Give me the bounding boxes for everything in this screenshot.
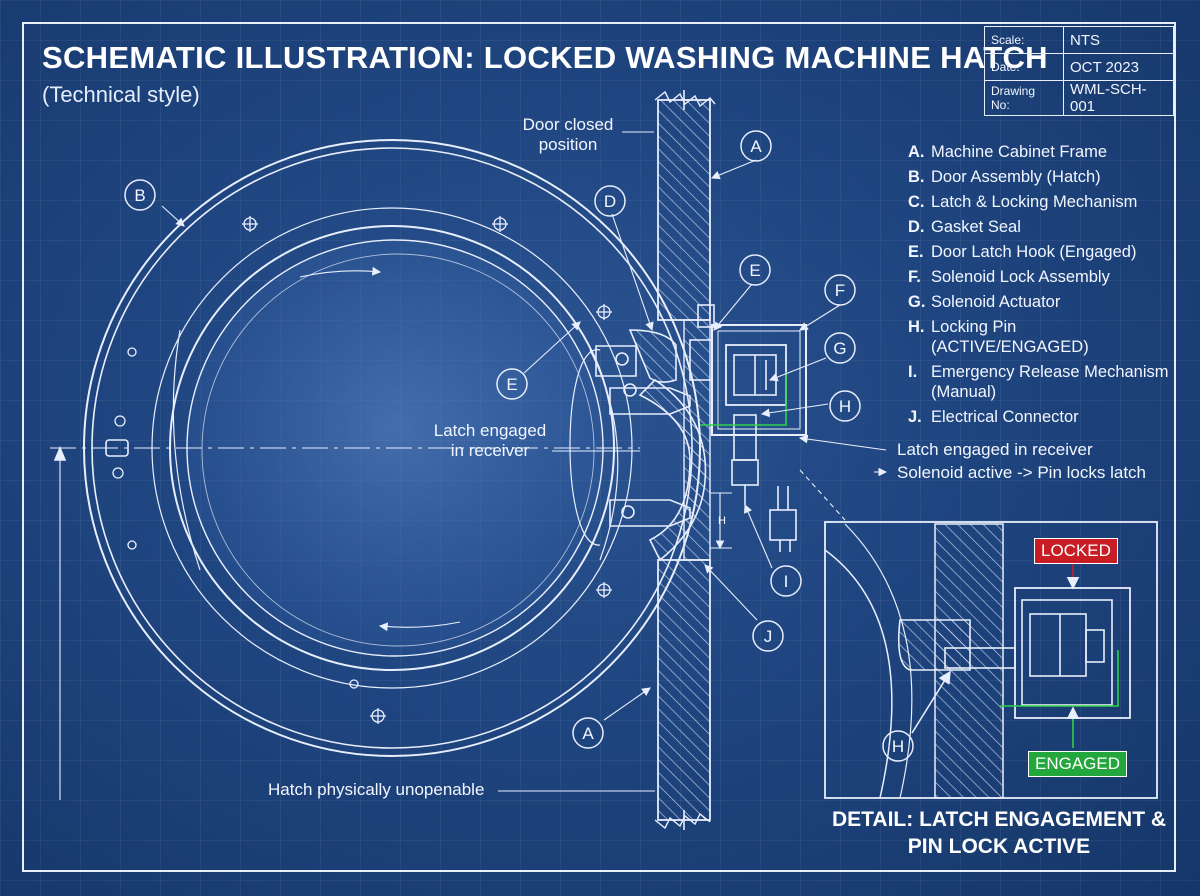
callout-g: G: [833, 339, 846, 358]
unopenable-note: Hatch physically unopenable: [268, 780, 485, 799]
drawing-no-value: WML-SCH-001: [1063, 80, 1174, 116]
door-closed-line1: Door closed: [522, 115, 614, 134]
legend-text: Gasket Seal: [931, 218, 1021, 236]
door-closed-note: Door closed position: [512, 115, 624, 155]
detail-title-line1: DETAIL: LATCH ENGAGEMENT &: [831, 808, 1167, 831]
latch-engaged-note: Latch engaged in receiver: [422, 421, 558, 461]
detail-view: [824, 521, 1158, 799]
legend-item-i: I. Emergency Release Mechanism (Manual): [908, 362, 1178, 402]
title-block: Scale:NTS Date:OCT 2023 Drawing No:WML-S…: [984, 26, 1174, 116]
drawing-border: [22, 22, 1176, 872]
parts-legend: A. Machine Cabinet Frame B. Door Assembly …: [908, 142, 1178, 432]
title-block-row: Drawing No:WML-SCH-001: [984, 80, 1174, 116]
legend-letter: B.: [908, 168, 925, 186]
callout-a-bottom: A: [582, 724, 594, 743]
latch-hook: [569, 329, 707, 562]
legend-text: Solenoid Actuator: [931, 293, 1061, 311]
detail-title-line2: PIN LOCK ACTIVE: [907, 835, 1091, 858]
drawing-no-key: Drawing No:: [984, 80, 1064, 116]
legend-text: Solenoid Lock Assembly: [931, 268, 1110, 286]
callout-j: J: [764, 627, 773, 646]
callout-b: B: [134, 186, 145, 205]
detail-title: DETAIL: LATCH ENGAGEMENT & PIN LOCK ACTI…: [818, 806, 1180, 860]
legend-item-h: H. Locking Pin (ACTIVE/ENGAGED): [908, 317, 1178, 357]
leader-lines: [161, 131, 888, 792]
legend-item-f: F. Solenoid Lock Assembly: [908, 267, 1178, 287]
callout-e-right: E: [749, 261, 760, 280]
solenoid-lock-assembly: [689, 304, 807, 552]
engaged-badge: ENGAGED: [1028, 751, 1128, 777]
legend-letter: J.: [908, 408, 922, 426]
callout-h-detail: H: [892, 737, 904, 756]
locked-badge: LOCKED: [1034, 538, 1118, 564]
door-closed-line2: position: [538, 135, 598, 154]
scale-value: NTS: [1063, 26, 1174, 54]
callout-h: H: [839, 397, 851, 416]
dimension-label: H: [718, 515, 726, 527]
callout-i: I: [784, 572, 789, 591]
latch-engaged-line2: in receiver: [450, 441, 530, 460]
latch-receiver-note: Latch engaged in receiver: [897, 440, 1093, 459]
title-block-row: Date:OCT 2023: [984, 53, 1174, 81]
callout-e-left: E: [506, 375, 517, 394]
signal-path: [700, 372, 787, 426]
legend-item-j: J. Electrical Connector: [908, 407, 1178, 427]
legend-item-d: D. Gasket Seal: [908, 217, 1178, 237]
legend-letter: H.: [908, 318, 925, 336]
legend-item-e: E. Door Latch Hook (Engaged): [908, 242, 1178, 262]
legend-letter: G.: [908, 293, 926, 311]
legend-item-b: B. Door Assembly (Hatch): [908, 167, 1178, 187]
legend-text: Door Assembly (Hatch): [931, 168, 1101, 186]
bolt-markers: [112, 216, 612, 724]
legend-letter: C.: [908, 193, 925, 211]
legend-item-c: C. Latch & Locking Mechanism: [908, 192, 1178, 212]
legend-letter: A.: [908, 143, 925, 161]
cabinet-frame-wall: [654, 90, 716, 830]
legend-letter: D.: [908, 218, 925, 236]
callout-labels: A B D E F E G H I J A H H: [134, 137, 904, 756]
latch-engaged-line1: Latch engaged: [433, 421, 547, 440]
legend-letter: I.: [908, 363, 918, 381]
legend-text: Emergency Release Mechanism (Manual): [931, 363, 1169, 401]
legend-text: Locking Pin (ACTIVE/ENGAGED): [931, 318, 1089, 356]
legend-item-g: G. Solenoid Actuator: [908, 292, 1178, 312]
legend-text: Door Latch Hook (Engaged): [931, 243, 1137, 261]
legend-letter: F.: [908, 268, 921, 286]
solenoid-active-note: Solenoid active -> Pin locks latch: [897, 463, 1146, 482]
legend-letter: E.: [908, 243, 924, 261]
legend-text: Electrical Connector: [931, 408, 1079, 426]
callout-circles: [124, 130, 914, 762]
legend-text: Latch & Locking Mechanism: [931, 193, 1138, 211]
date-value: OCT 2023: [1063, 53, 1174, 81]
legend-text: Machine Cabinet Frame: [931, 143, 1108, 161]
callout-a-top: A: [750, 137, 762, 156]
callout-f: F: [835, 281, 845, 300]
legend-item-a: A. Machine Cabinet Frame: [908, 142, 1178, 162]
callout-d: D: [604, 192, 616, 211]
drawing-subtitle: (Technical style): [42, 82, 200, 107]
drawing-title: SCHEMATIC ILLUSTRATION: LOCKED WASHING M…: [42, 40, 1048, 75]
